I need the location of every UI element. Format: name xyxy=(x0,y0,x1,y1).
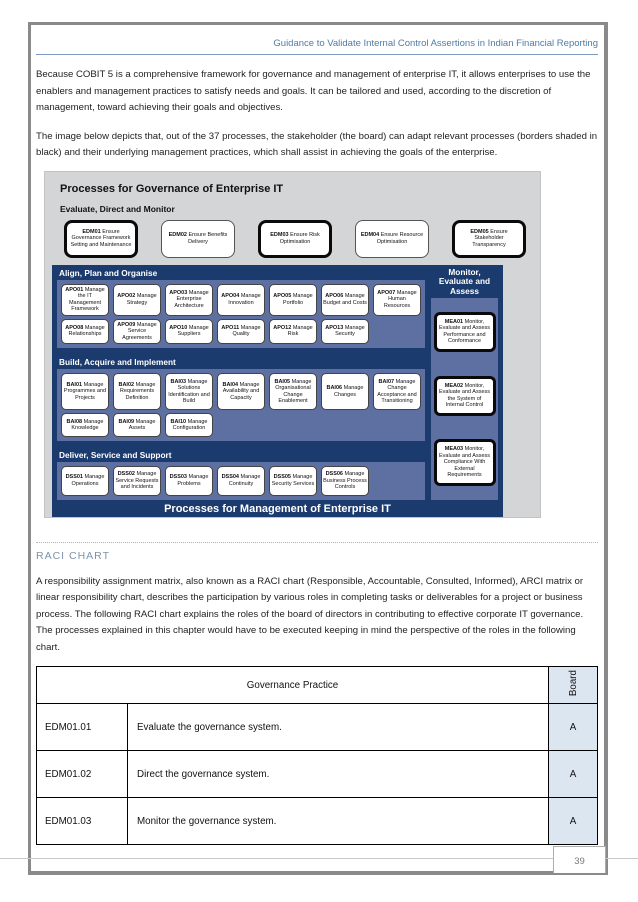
process-label: Ensure Benefits Delivery xyxy=(188,232,228,245)
intro-paragraph-1: Because COBIT 5 is a comprehensive frame… xyxy=(36,69,591,113)
process-box-apo11: APO11 Manage Quality xyxy=(217,318,265,345)
management-processes-container: Align, Plan and Organise APO01 Manage th… xyxy=(52,264,503,517)
process-box-apo09: APO09 Manage Service Agreements xyxy=(113,318,161,345)
col-header-board: Board xyxy=(548,666,598,704)
process-box-dss01: DSS01 Manage Operations xyxy=(61,466,109,496)
process-label: Ensure Governance Framework Setting and … xyxy=(70,228,132,248)
apo-section-panel: APO01 Manage the IT Management Framework… xyxy=(57,279,425,349)
raci-table-header-row: Governance Practice Board xyxy=(36,666,598,704)
process-box-bai02: BAI02 Manage Requirements Definition xyxy=(113,372,161,411)
process-box-bai09: BAI09 Manage Assets xyxy=(113,413,161,438)
process-box-edm03: EDM03 Ensure Risk Optimisation xyxy=(258,219,332,258)
mea-section-panel: MEA01 Monitor, Evaluate and Assess Perfo… xyxy=(431,298,498,500)
raci-chart-heading: RACI CHART xyxy=(36,549,110,562)
intro-paragraph-2: The image below depicts that, out of the… xyxy=(36,130,598,159)
process-box-bai03: BAI03 Manage Solutions Identification an… xyxy=(165,372,213,411)
table-row: EDM01.03 Monitor the governance system. … xyxy=(36,797,598,845)
process-label: Ensure Risk Optimisation xyxy=(279,232,320,245)
process-code: EDM05 xyxy=(470,228,489,235)
process-label: Ensure Resource Optimisation xyxy=(376,232,424,245)
process-box-bai05: BAI05 Manage Organisational Change Enabl… xyxy=(269,372,317,411)
page-number: 39 xyxy=(574,856,585,867)
process-code: EDM03 xyxy=(270,232,289,239)
process-box-apo12: APO12 Manage Risk xyxy=(269,318,317,345)
process-box-apo06: APO06 Manage Budget and Costs xyxy=(321,283,369,316)
cobit-process-diagram: Processes for Governance of Enterprise I… xyxy=(44,170,541,518)
bai-section-title: Build, Acquire and Implement xyxy=(59,356,176,367)
process-box-apo10: APO10 Manage Suppliers xyxy=(165,318,213,345)
management-processes-main: Align, Plan and Organise APO01 Manage th… xyxy=(52,265,503,500)
raci-table: Governance Practice Board EDM01.01 Evalu… xyxy=(36,666,598,845)
process-box-dss03: DSS03 Manage Problems xyxy=(165,466,213,496)
section-separator xyxy=(36,541,598,543)
process-box-bai10: BAI10 Manage Configuration xyxy=(165,413,213,438)
dss-section-title: Deliver, Service and Support xyxy=(59,450,172,461)
process-box-dss02: DSS02 Manage Service Requests and Incide… xyxy=(113,466,161,496)
process-box-apo07: APO07 Manage Human Resources xyxy=(373,283,421,316)
practice-description-cell: Direct the governance system. xyxy=(127,750,549,798)
process-box-apo13: APO13 Manage Security xyxy=(321,318,369,345)
bai-section-panel: BAI01 Manage Programmes and Projects BAI… xyxy=(57,368,425,442)
mea-section-title: Monitor, Evaluate and Assess xyxy=(438,266,491,296)
board-role-cell: A xyxy=(548,703,598,751)
process-box-dss05: DSS05 Manage Security Services xyxy=(269,466,317,496)
edm-section-title: Evaluate, Direct and Monitor xyxy=(60,203,175,214)
table-row: EDM01.02 Direct the governance system. A xyxy=(36,750,598,798)
board-role-cell: A xyxy=(548,797,598,845)
process-box-apo04: APO04 Manage Innovation xyxy=(217,283,265,316)
process-box-apo08: APO08 Manage Relationships xyxy=(61,318,109,345)
dss-section-panel: DSS01 Manage Operations DSS02 Manage Ser… xyxy=(57,462,425,500)
process-box-edm04: EDM04 Ensure Resource Optimisation xyxy=(355,219,429,258)
practice-id-cell: EDM01.02 xyxy=(36,750,128,798)
process-box-dss06: DSS06 Manage Business Process Controls xyxy=(321,466,369,496)
process-box-mea02: MEA02 Monitor, Evaluate and Assess the S… xyxy=(433,375,496,416)
document-page: Guidance to Validate Internal Control As… xyxy=(28,22,608,875)
process-box-bai08: BAI08 Manage Knowledge xyxy=(61,413,109,438)
process-box-edm01: EDM01 Ensure Governance Framework Settin… xyxy=(64,219,138,258)
process-box-mea03: MEA03 Monitor, Evaluate and Assess Compl… xyxy=(433,439,496,486)
mea-column: Monitor, Evaluate and Assess MEA01 Monit… xyxy=(429,265,503,500)
management-banner: Processes for Management of Enterprise I… xyxy=(164,502,391,515)
practice-description-cell: Evaluate the governance system. xyxy=(127,703,549,751)
table-row: EDM01.01 Evaluate the governance system.… xyxy=(36,703,598,751)
process-code: EDM04 xyxy=(360,232,380,239)
process-code: EDM01 xyxy=(82,228,101,235)
footer-rule xyxy=(0,858,638,859)
process-box-edm05: EDM05 Ensure Stakeholder Transparency xyxy=(452,219,526,258)
header-rule xyxy=(36,54,598,55)
practice-id-cell: EDM01.03 xyxy=(36,797,128,845)
page-number-tab: 39 xyxy=(553,846,606,873)
process-box-apo01: APO01 Manage the IT Management Framework xyxy=(61,283,109,316)
process-box-mea01: MEA01 Monitor, Evaluate and Assess Perfo… xyxy=(433,311,496,352)
process-box-edm02: EDM02 Ensure Benefits Delivery xyxy=(161,219,235,258)
process-code: EDM02 xyxy=(168,232,187,239)
board-vertical-label: Board xyxy=(567,670,579,697)
col-header-governance-practice: Governance Practice xyxy=(36,666,549,704)
practice-description-cell: Monitor the governance system. xyxy=(127,797,549,845)
management-left-column: Align, Plan and Organise APO01 Manage th… xyxy=(52,265,429,500)
process-box-bai04: BAI04 Manage Availability and Capacity xyxy=(217,372,265,411)
process-box-apo05: APO05 Manage Portfolio xyxy=(269,283,317,316)
process-box-dss04: DSS04 Manage Continuity xyxy=(217,466,265,496)
process-box-bai01: BAI01 Manage Programmes and Projects xyxy=(61,372,109,411)
practice-id-cell: EDM01.01 xyxy=(36,703,128,751)
process-label: Ensure Stakeholder Transparency xyxy=(472,228,508,248)
apo-section-title: Align, Plan and Organise xyxy=(59,267,158,278)
process-box-apo03: APO03 Manage Enterprise Architecture xyxy=(165,283,213,316)
board-role-cell: A xyxy=(548,750,598,798)
page-header-title: Guidance to Validate Internal Control As… xyxy=(273,38,598,49)
diagram-title: Processes for Governance of Enterprise I… xyxy=(60,182,284,195)
edm-process-row: EDM01 Ensure Governance Framework Settin… xyxy=(64,219,526,258)
process-box-apo02: APO02 Manage Strategy xyxy=(113,283,161,316)
raci-paragraph: A responsibility assignment matrix, also… xyxy=(36,575,584,653)
process-box-bai06: BAI06 Manage Changes xyxy=(321,372,369,411)
process-box-bai07: BAI07 Manage Change Acceptance and Trans… xyxy=(373,372,421,411)
